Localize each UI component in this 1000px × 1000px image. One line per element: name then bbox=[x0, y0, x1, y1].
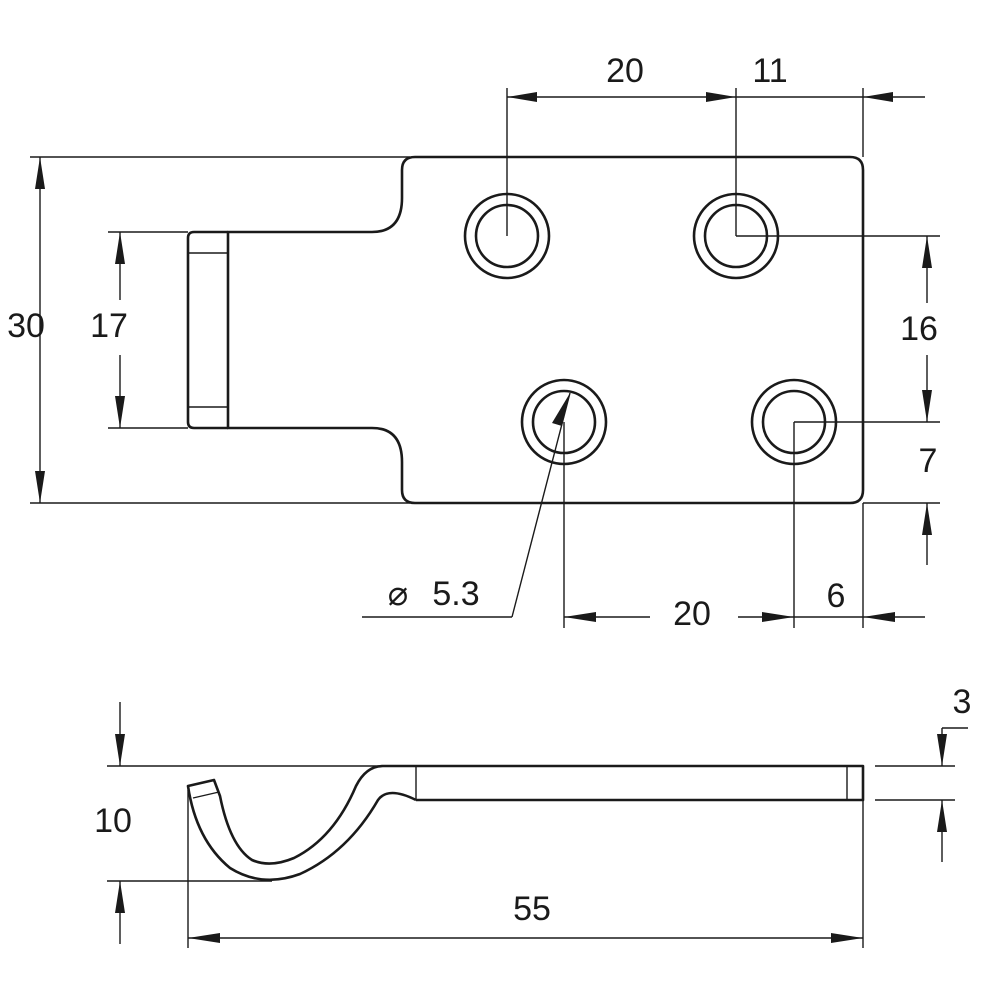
dim-edge-offset-top: 11 bbox=[752, 52, 787, 90]
tab-fold bbox=[186, 230, 228, 430]
dim-hole-diameter-symbol: ⌀ bbox=[388, 575, 408, 613]
dim-tab-width-line bbox=[115, 232, 125, 428]
top-view: 20 11 30 17 16 7 bbox=[7, 52, 940, 633]
strip-outline bbox=[383, 764, 865, 802]
dim-thickness: 3 bbox=[953, 683, 972, 721]
dim-hole-diameter: 5.3 bbox=[432, 575, 479, 613]
dim-hole-spacing-bottom: 20 bbox=[673, 595, 711, 633]
dim-hole-spacing-vertical: 16 bbox=[900, 310, 938, 348]
dim-hook-height-line bbox=[115, 702, 125, 944]
dim-thickness-line bbox=[937, 727, 968, 862]
dim-overall-width: 30 bbox=[7, 307, 45, 345]
dim-overall-length: 55 bbox=[513, 890, 551, 928]
dim-hole-spacing-top: 20 bbox=[606, 52, 644, 90]
extension-lines bbox=[30, 88, 940, 628]
plate-outline bbox=[226, 155, 865, 505]
dim-tab-width: 17 bbox=[90, 307, 128, 345]
dim-bottom-offset-vertical: 7 bbox=[919, 442, 938, 480]
hook-tip-line bbox=[192, 791, 220, 799]
dim-bottom-line bbox=[564, 612, 925, 622]
dim-overall-width-line bbox=[35, 157, 45, 503]
dim-top-line bbox=[507, 92, 925, 102]
dim-overall-length-line bbox=[188, 933, 863, 943]
dim-edge-offset-bottom: 6 bbox=[827, 577, 846, 615]
side-view: 10 3 55 bbox=[94, 683, 971, 948]
hook-outline bbox=[186, 764, 417, 882]
dim-right-vertical-line bbox=[922, 236, 932, 565]
dim-hole-diameter-leader bbox=[362, 392, 571, 618]
dim-hook-height: 10 bbox=[94, 802, 132, 840]
